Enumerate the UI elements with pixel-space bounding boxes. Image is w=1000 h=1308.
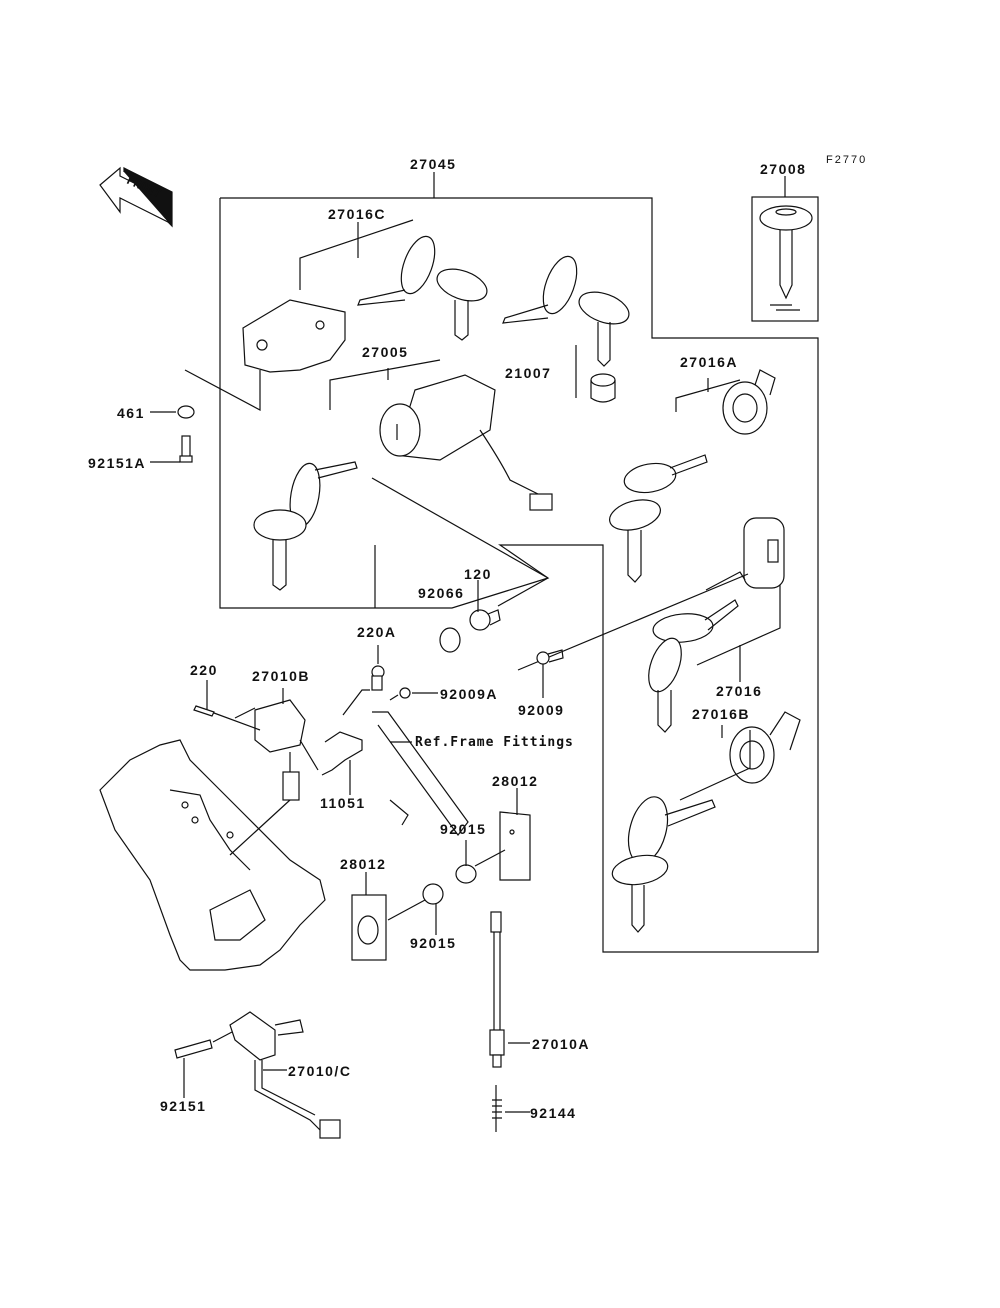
part-label-27008[interactable]: 27008 (760, 161, 807, 177)
lock-cylinder-icon (729, 711, 801, 784)
key-icon (502, 255, 630, 367)
part-label-21007[interactable]: 21007 (505, 365, 552, 381)
lock-housing-icon (242, 299, 346, 373)
reflector-icon (351, 894, 387, 961)
cap-icon (439, 627, 461, 653)
stand-switch-icon (229, 1011, 341, 1139)
part-label-27016[interactable]: 27016 (716, 683, 763, 699)
ignition-switch-icon (379, 374, 553, 511)
part-label-92144[interactable]: 92144 (530, 1105, 577, 1121)
front-arrow-icon: FRONT (99, 166, 173, 228)
part-label-92015[interactable]: 92015 (440, 821, 487, 837)
part-label-27016a[interactable]: 27016A (680, 354, 739, 370)
part-label-11051[interactable]: 11051 (320, 795, 366, 811)
part-label-27016b[interactable]: 27016B (692, 706, 751, 722)
key-blank-icon (759, 205, 813, 311)
key-icon (609, 454, 708, 583)
part-label-27045[interactable]: 27045 (410, 156, 457, 172)
part-label-27010a[interactable]: 27010A (532, 1036, 591, 1052)
relay-icon (254, 699, 306, 801)
bolt-icon (179, 435, 193, 463)
part-label-92066[interactable]: 92066 (418, 585, 465, 601)
bracket-icon (321, 711, 469, 837)
part-label-92015[interactable]: 92015 (410, 935, 457, 951)
screw-icon (371, 665, 385, 691)
part-label-27005[interactable]: 27005 (362, 344, 409, 360)
part-label-27016c[interactable]: 27016C (328, 206, 387, 222)
key-icon (648, 599, 739, 733)
seat-lock-icon (722, 369, 776, 435)
spring-icon (492, 1085, 502, 1132)
part-label-220a[interactable]: 220A (357, 624, 397, 640)
part-label-27010c[interactable]: 27010/C (288, 1063, 352, 1079)
part-label-92151a[interactable]: 92151A (88, 455, 147, 471)
screw-icon (389, 687, 411, 701)
part-label-120[interactable]: 120 (464, 566, 492, 582)
grommet-icon (422, 883, 444, 905)
part-label-27010b[interactable]: 27010B (252, 668, 311, 684)
key-icon (253, 461, 358, 591)
frame-icon (99, 739, 326, 971)
nut-icon (455, 864, 477, 884)
reference-note[interactable]: Ref.Frame Fittings (415, 735, 574, 750)
bolt-icon (174, 1039, 213, 1059)
part-label-28012[interactable]: 28012 (492, 773, 539, 789)
part-label-220[interactable]: 220 (190, 662, 218, 678)
key-icon (611, 796, 716, 933)
helmet-lock-icon (743, 517, 785, 589)
washer-icon (177, 405, 195, 419)
key-icon (357, 235, 488, 341)
plug-cap-icon (590, 373, 616, 403)
group-outline-27045 (219, 197, 819, 953)
brake-switch-icon (489, 911, 505, 1068)
reflector-plate-icon (499, 811, 531, 881)
figure-code: F2770 (826, 154, 868, 166)
part-label-92009a[interactable]: 92009A (440, 686, 499, 702)
part-label-92151[interactable]: 92151 (160, 1098, 207, 1114)
screw-icon (469, 609, 501, 631)
bolt-icon (193, 705, 215, 717)
part-label-92009[interactable]: 92009 (518, 702, 565, 718)
screw-icon (536, 649, 564, 665)
part-label-461[interactable]: 461 (117, 405, 145, 421)
part-label-28012[interactable]: 28012 (340, 856, 387, 872)
